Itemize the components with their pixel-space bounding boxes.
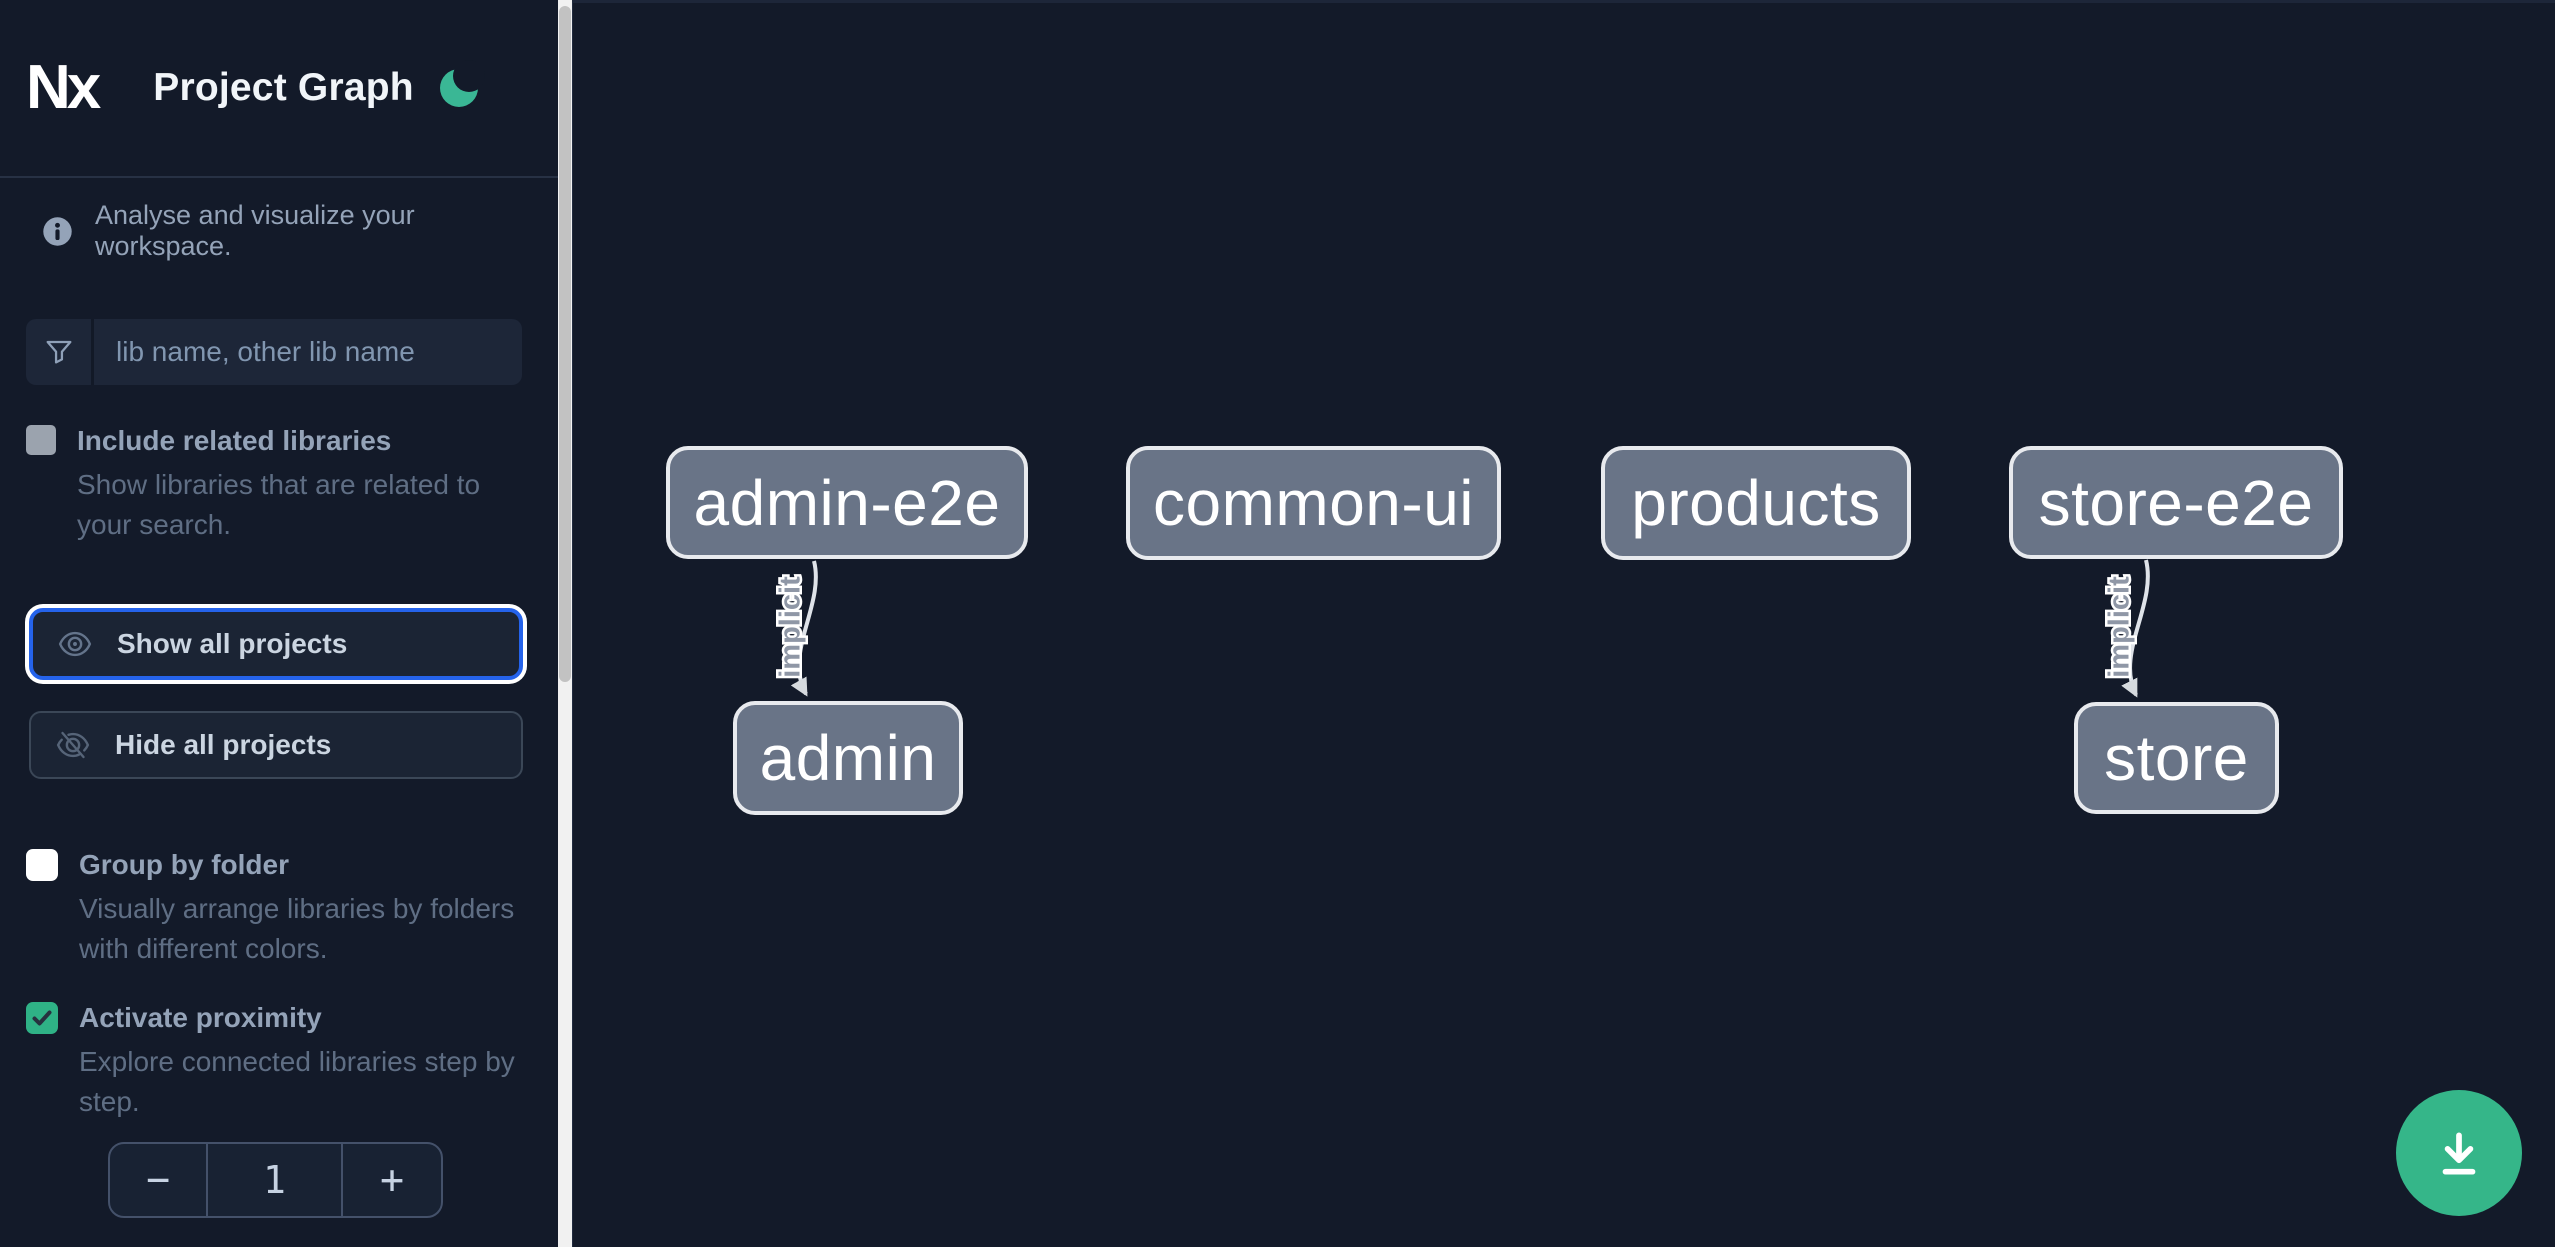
proximity-value[interactable]: 1 (206, 1144, 343, 1216)
moon-bite (452, 60, 485, 92)
download-icon (2442, 1132, 2476, 1175)
proximity-increment-button[interactable]: + (379, 1157, 405, 1203)
nx-logo: Nx (26, 53, 101, 122)
include-related-description: Show libraries that are related to your … (77, 469, 481, 540)
eye-icon (58, 631, 92, 657)
graph-node-products[interactable]: products (1601, 446, 1911, 560)
eye-slash-icon (56, 731, 90, 759)
graph-node-store[interactable]: store (2074, 702, 2279, 814)
group-by-folder-label: Group by folder (79, 849, 289, 880)
edges-layer: implicit implicit (772, 559, 2150, 698)
proximity-stepper: − 1 + (108, 1142, 443, 1218)
edge-admin-e2e-admin[interactable] (790, 560, 818, 697)
sidebar-scrollbar-thumb[interactable] (559, 6, 571, 682)
filter-funnel-icon (26, 319, 94, 385)
show-all-projects-label: Show all projects (117, 628, 348, 659)
download-image-button[interactable] (2396, 1090, 2522, 1216)
hide-all-projects-button[interactable]: Hide all projects (29, 711, 523, 779)
group-by-folder-description: Visually arrange libraries by folders wi… (79, 893, 515, 964)
include-related-toggle[interactable]: Include related libraries Show libraries… (26, 424, 526, 545)
info-icon (43, 216, 72, 246)
search-input[interactable] (94, 319, 522, 385)
edge-label-store-e2e-store[interactable]: implicit (2101, 573, 2138, 680)
checkmark-icon (32, 1010, 52, 1026)
search-box (26, 319, 522, 385)
proximity-decrement-button[interactable]: − (145, 1157, 171, 1203)
include-related-checkbox[interactable] (26, 425, 56, 455)
sidebar-scrollbar-track (558, 0, 572, 1247)
graph-node-common-ui[interactable]: common-ui (1126, 446, 1501, 560)
graph-node-admin[interactable]: admin (733, 701, 963, 815)
workspace-info: Analyse and visualize your workspace. (42, 200, 558, 262)
group-by-folder-checkbox[interactable] (26, 849, 58, 881)
activate-proximity-label: Activate proximity (79, 1002, 322, 1033)
activate-proximity-checkbox[interactable] (26, 1002, 58, 1034)
activate-proximity-description: Explore connected libraries step by step… (79, 1046, 515, 1117)
graph-canvas[interactable]: implicit implicit admin-e2e common-ui produ… (572, 0, 2555, 1247)
edge-label-admin-e2e-admin[interactable]: implicit (772, 573, 809, 680)
page-title: Project Graph (153, 66, 414, 109)
hide-all-projects-label: Hide all projects (115, 729, 332, 760)
edge-store-e2e-store[interactable] (2121, 559, 2150, 698)
activate-proximity-toggle[interactable]: Activate proximity Explore connected lib… (26, 1001, 526, 1122)
workspace-info-text: Analyse and visualize your workspace. (95, 200, 415, 261)
include-related-label: Include related libraries (77, 425, 392, 456)
sidebar: Nx Project Graph Analyse and visualize y… (0, 0, 558, 1247)
group-by-folder-toggle[interactable]: Group by folder Visually arrange librari… (26, 848, 526, 969)
sidebar-header: Nx Project Graph (0, 0, 558, 178)
graph-node-admin-e2e[interactable]: admin-e2e (666, 446, 1028, 559)
graph-node-store-e2e[interactable]: store-e2e (2009, 446, 2343, 559)
show-all-projects-button[interactable]: Show all projects (29, 608, 523, 680)
moon-icon[interactable] (439, 60, 485, 107)
